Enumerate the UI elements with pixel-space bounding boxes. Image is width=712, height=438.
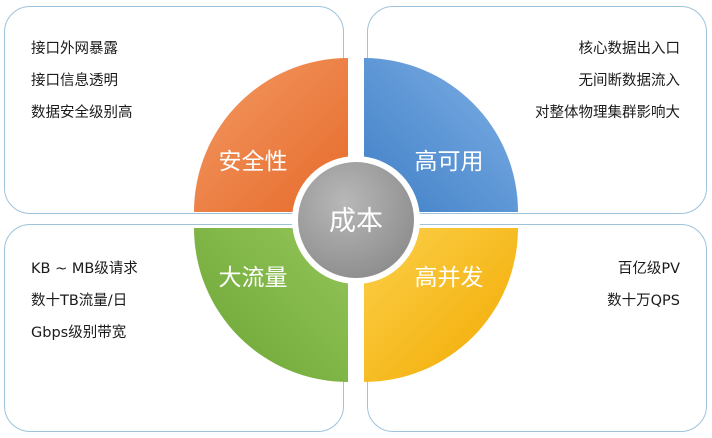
concurrency-item: 数十万QPS <box>607 293 680 309</box>
traffic-item: KB ~ MB级请求 <box>31 261 138 277</box>
cost-label: 成本 <box>329 206 383 237</box>
traffic-wedge <box>194 228 348 382</box>
security-item: 接口外网暴露 <box>31 41 118 57</box>
traffic-items: KB ~ MB级请求 数十TB流量/日 Gbps级别带宽 <box>31 253 138 349</box>
traffic-label: 大流量 <box>219 265 288 291</box>
availability-item: 对整体物理集群影响大 <box>535 105 680 121</box>
availability-items: 核心数据出入口 无间断数据流入 对整体物理集群影响大 <box>535 33 680 129</box>
availability-item: 无间断数据流入 <box>578 73 681 89</box>
availability-wedge <box>364 58 518 212</box>
security-item: 接口信息透明 <box>31 73 118 89</box>
concurrency-wedge <box>364 228 518 382</box>
traffic-item: 数十TB流量/日 <box>31 293 128 309</box>
security-wedge <box>194 58 348 212</box>
concurrency-item: 百亿级PV <box>617 261 680 277</box>
traffic-item: Gbps级别带宽 <box>31 325 127 341</box>
security-items: 接口外网暴露 接口信息透明 数据安全级别高 <box>31 33 133 129</box>
security-item: 数据安全级别高 <box>31 105 133 121</box>
availability-item: 核心数据出入口 <box>578 41 681 57</box>
cost-circle <box>298 162 414 278</box>
availability-label: 高可用 <box>415 149 484 175</box>
security-label: 安全性 <box>219 149 288 175</box>
concurrency-label: 高并发 <box>415 265 484 291</box>
concurrency-items: 百亿级PV 数十万QPS <box>607 253 680 317</box>
